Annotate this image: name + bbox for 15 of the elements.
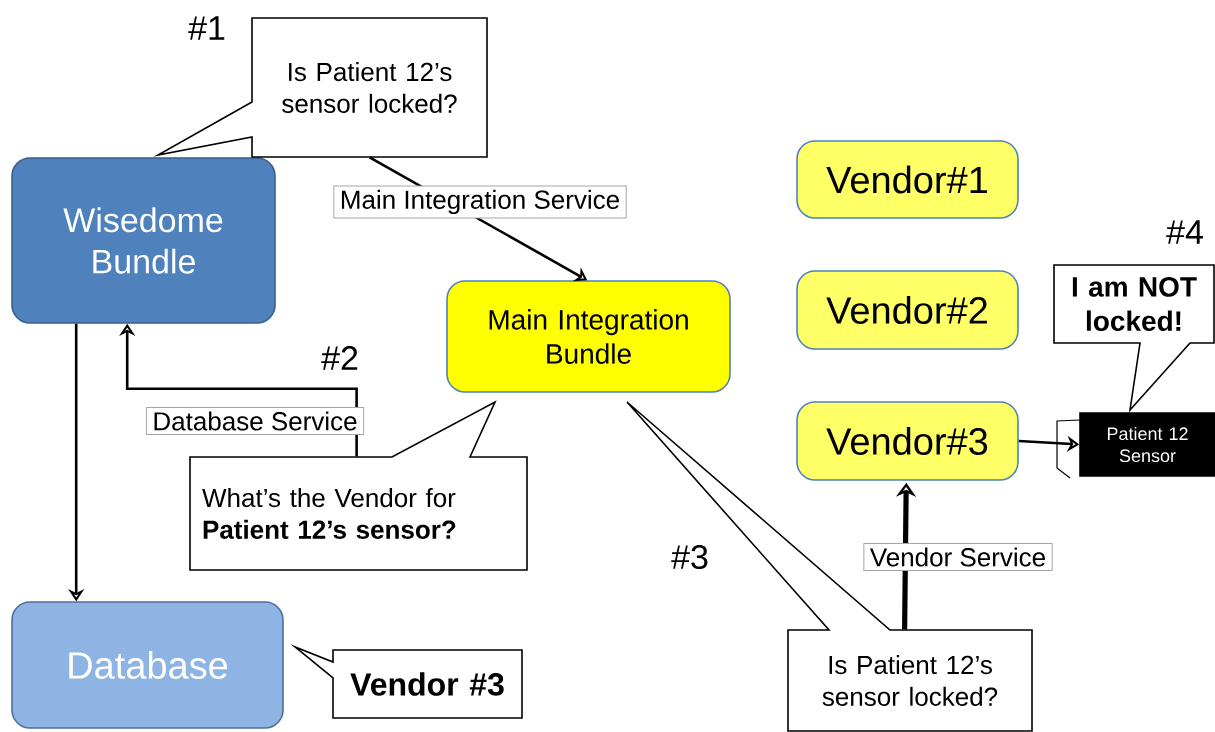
sensor-box: Patient 12 Sensor: [1079, 412, 1215, 477]
edge-label: Vendor Service: [863, 542, 1053, 572]
process-box: Vendor#3: [796, 401, 1019, 481]
speech-bubble: Vendor #3: [290, 644, 523, 719]
edge-label: Database Service: [145, 406, 365, 436]
process-box: Vendor#2: [796, 270, 1019, 350]
step-number: #2: [321, 346, 358, 370]
process-box: Database: [11, 601, 284, 729]
speech-bubble: I am NOT locked!: [1053, 264, 1215, 413]
step-number: #3: [671, 544, 708, 570]
step-number: #1: [188, 16, 225, 40]
edge-label: Main Integration Service: [333, 185, 627, 219]
process-box: Main Integration Bundle: [446, 280, 731, 393]
process-box: Vendor#1: [796, 140, 1019, 219]
process-box: Wisedome Bundle: [11, 157, 276, 324]
